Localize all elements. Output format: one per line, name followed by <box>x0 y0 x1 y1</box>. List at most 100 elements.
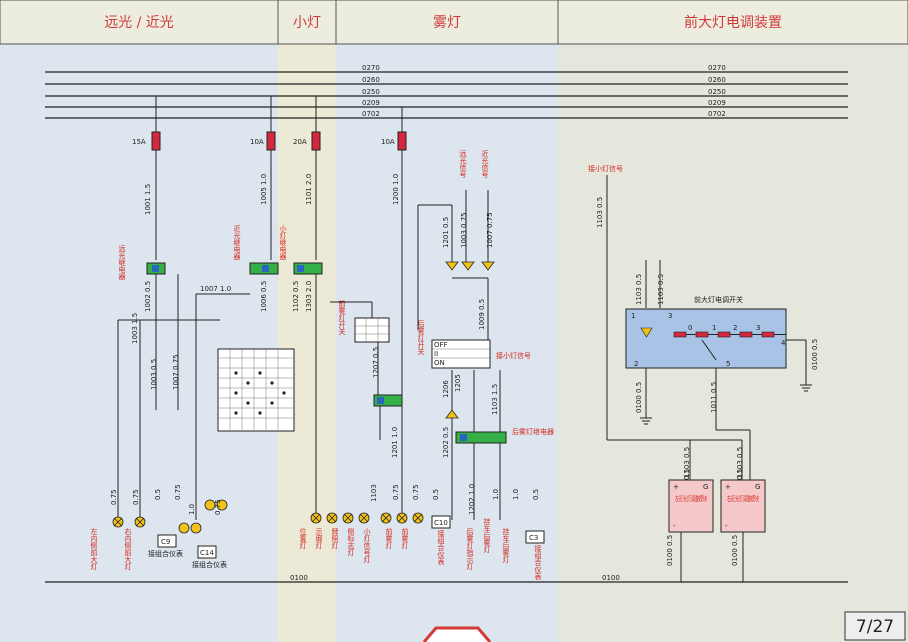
svg-text:2: 2 <box>733 324 737 332</box>
svg-text:1200 1.0: 1200 1.0 <box>392 174 400 205</box>
svg-text:0260: 0260 <box>362 76 380 84</box>
svg-text:位置灯: 位置灯 <box>299 527 307 550</box>
fuse-15a <box>151 131 161 151</box>
lamp-crosses <box>113 513 423 527</box>
svg-text:1206: 1206 <box>442 380 450 398</box>
svg-text:接组合仪表: 接组合仪表 <box>534 544 542 581</box>
header-bar <box>0 0 908 45</box>
svg-text:0.75: 0.75 <box>174 484 182 500</box>
svg-text:1.0: 1.0 <box>188 504 196 515</box>
fuse-20a <box>311 131 321 151</box>
right-adjust-module <box>720 479 766 533</box>
bottom-tab-decoration <box>422 626 492 642</box>
svg-text:挂车后雾灯: 挂车后雾灯 <box>483 517 491 554</box>
svg-text:0.5: 0.5 <box>532 489 540 500</box>
svg-text:1009 0.5: 1009 0.5 <box>478 299 486 330</box>
svg-text:1102 0.5: 1102 0.5 <box>292 281 300 312</box>
svg-text:0.75: 0.75 <box>214 499 222 515</box>
svg-text:1103 1.5: 1103 1.5 <box>491 384 499 415</box>
page-number-box: 7/27 <box>844 611 906 641</box>
svg-text:-: - <box>725 522 728 530</box>
svg-text:0702: 0702 <box>708 110 726 118</box>
svg-text:10A: 10A <box>381 138 395 146</box>
svg-text:1101 2.0: 1101 2.0 <box>305 174 313 205</box>
svg-text:前雾灯: 前雾灯 <box>385 527 393 550</box>
svg-text:0100: 0100 <box>290 574 308 582</box>
svg-text:前大灯电调开关: 前大灯电调开关 <box>694 295 743 304</box>
rear-fog-relay-label: 后雾灯继电器 <box>512 427 554 436</box>
svg-text:接组合仪表: 接组合仪表 <box>437 529 445 566</box>
svg-text:小灯信号灯: 小灯信号灯 <box>363 527 371 564</box>
svg-text:3: 3 <box>756 324 760 332</box>
svg-text:1103 0.5: 1103 0.5 <box>635 274 643 305</box>
svg-text:15A: 15A <box>132 138 146 146</box>
header-fog: 雾灯 <box>433 15 461 31</box>
svg-text:1201 0.5: 1201 0.5 <box>442 217 450 248</box>
svg-text:1202 1.0: 1202 1.0 <box>468 484 476 515</box>
rear-fog-switch-label: 后雾灯开关 <box>417 319 425 356</box>
svg-text:1103 0.5: 1103 0.5 <box>683 447 691 478</box>
svg-text:右内侧前大灯: 右内侧前大灯 <box>124 527 132 571</box>
svg-text:G: G <box>755 483 760 491</box>
beam-switch-block <box>217 348 295 432</box>
svg-text:C9: C9 <box>161 538 170 546</box>
svg-text:-: - <box>673 522 676 530</box>
svg-text:0.75: 0.75 <box>412 484 420 500</box>
svg-text:+: + <box>673 483 679 491</box>
svg-text:1007 0.75: 1007 0.75 <box>172 354 180 390</box>
svg-text:1002 0.5: 1002 0.5 <box>144 281 152 312</box>
beam-downlines <box>117 204 501 520</box>
bus-labels: 0270 0260 0250 0209 0702 0270 0260 0250 … <box>362 64 726 118</box>
svg-text:1202 0.5: 1202 0.5 <box>442 427 450 458</box>
low-beam-relay-label: 近光继电器 <box>233 224 241 261</box>
adjust-section: 前大灯电调开关 1 3 0 1 2 3 4 2 5 + G - + G - 左近… <box>606 175 812 582</box>
lamp-labels: 左内侧前大灯 右内侧前大灯 位置灯 示廓灯 牌照灯 侧标志灯 小灯信号灯 前雾灯… <box>90 517 510 571</box>
header-beam: 远光 / 近光 <box>104 15 174 31</box>
svg-text:1103: 1103 <box>370 484 378 502</box>
header-small-light: 小灯 <box>293 15 321 31</box>
svg-text:0250: 0250 <box>362 88 380 96</box>
svg-text:0100 0.5: 0100 0.5 <box>811 339 819 370</box>
svg-text:接组合仪表: 接组合仪表 <box>148 549 183 558</box>
relay-labels: 远光继电器 近光继电器 小灯继电器 后雾灯继电器 <box>118 224 554 436</box>
adjust-switch-box <box>625 308 787 369</box>
svg-text:1: 1 <box>712 324 716 332</box>
front-fog-switch-label: 前雾灯开关 <box>338 299 346 336</box>
svg-text:1207 0.5: 1207 0.5 <box>372 347 380 378</box>
svg-text:侧标志灯: 侧标志灯 <box>347 527 355 557</box>
fuses: 15A 10A 20A 10A <box>132 131 407 151</box>
svg-text:接组合仪表: 接组合仪表 <box>192 560 227 569</box>
size-labels: 0.75 0.75 0.5 0.75 1.0 0.75 0.75 0.75 0.… <box>110 484 540 515</box>
svg-text:近光信号: 近光信号 <box>481 149 489 179</box>
svg-text:10A: 10A <box>250 138 264 146</box>
svg-text:前雾灯: 前雾灯 <box>401 527 409 550</box>
svg-text:OFF: OFF <box>434 341 448 349</box>
svg-text:0270: 0270 <box>362 64 380 72</box>
svg-text:1003 0.5: 1003 0.5 <box>150 359 158 390</box>
svg-text:5: 5 <box>726 360 730 368</box>
svg-text:1205: 1205 <box>454 374 462 392</box>
svg-text:0100 0.5: 0100 0.5 <box>635 382 643 413</box>
signals-top: 远光信号 近光信号 接小灯信号 <box>459 149 623 262</box>
svg-text:3: 3 <box>668 312 672 320</box>
high-beam-relay-label: 远光继电器 <box>118 245 126 281</box>
page-number: 7/27 <box>856 617 894 637</box>
svg-text:II: II <box>434 350 438 358</box>
svg-text:左内侧前大灯: 左内侧前大灯 <box>90 527 98 571</box>
svg-text:1103 0.5: 1103 0.5 <box>596 197 604 228</box>
svg-text:1103 0.5: 1103 0.5 <box>736 447 744 478</box>
svg-text:+: + <box>725 483 731 491</box>
svg-text:后雾灯指示灯: 后雾灯指示灯 <box>466 527 474 571</box>
connector-c9 <box>157 534 177 548</box>
connectors: C9 接组合仪表 C14 接组合仪表 C10 接组合仪表 C3 接组合仪表 <box>148 515 545 581</box>
svg-text:左近光灯调整模块: 左近光灯调整模块 <box>675 494 707 503</box>
svg-text:示廓灯: 示廓灯 <box>315 528 323 550</box>
svg-text:1007 0.75: 1007 0.75 <box>486 212 494 248</box>
svg-text:0.75: 0.75 <box>110 489 118 505</box>
svg-text:0100: 0100 <box>602 574 620 582</box>
svg-text:牌照灯: 牌照灯 <box>331 527 339 550</box>
svg-text:1.0: 1.0 <box>492 489 500 500</box>
header-adjust: 前大灯电调装置 <box>684 14 782 31</box>
fuse-10a-a <box>266 131 276 151</box>
